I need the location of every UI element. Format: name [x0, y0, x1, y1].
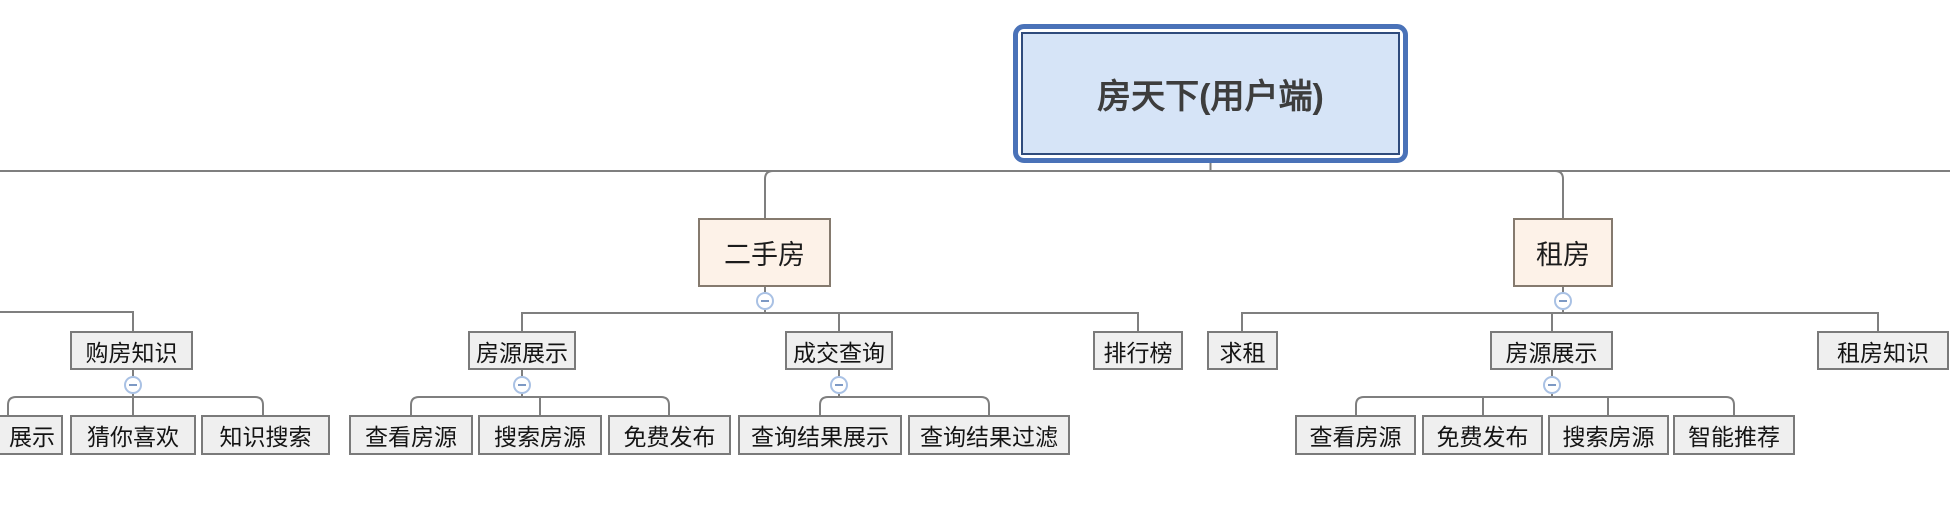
node-knowledge-search[interactable]: 知识搜索	[201, 415, 330, 455]
connector-line	[410, 396, 670, 415]
node-deal-query[interactable]: 成交查询	[785, 331, 893, 370]
toggle-deal-query[interactable]	[830, 376, 848, 394]
minus-icon	[518, 384, 526, 386]
node-label: 猜你喜欢	[87, 424, 179, 450]
minus-icon	[129, 384, 137, 386]
minus-icon	[1548, 384, 1556, 386]
node-label: 购房知识	[85, 339, 178, 366]
toggle-listing-display-rent[interactable]	[1543, 376, 1561, 394]
node-label: 免费发布	[1436, 424, 1529, 450]
node-listing-display-rent[interactable]: 房源展示	[1490, 331, 1613, 370]
node-listing-display-ershou[interactable]: 房源展示	[468, 331, 576, 370]
node-label: 查看房源	[365, 424, 457, 450]
connector-line	[1241, 312, 1879, 331]
root-node-label: 房天下(用户端)	[1021, 32, 1400, 155]
node-display-cutoff[interactable]: 展示	[0, 415, 63, 455]
node-label: 排行榜	[1103, 339, 1173, 366]
node-rent-knowledge[interactable]: 租房知识	[1817, 331, 1949, 370]
toggle-second-hand-house[interactable]	[756, 292, 774, 310]
node-smart-recommend[interactable]: 智能推荐	[1673, 415, 1795, 455]
node-label: 搜索房源	[494, 424, 586, 450]
node-rent-house[interactable]: 租房	[1513, 218, 1613, 287]
connector-line	[764, 170, 774, 218]
node-label: 租房知识	[1837, 339, 1929, 366]
toggle-listing-display-ershou[interactable]	[513, 376, 531, 394]
node-label: 房源展示	[1505, 339, 1598, 366]
minus-icon	[835, 384, 843, 386]
node-free-publish-rent[interactable]: 免费发布	[1422, 415, 1543, 455]
connector-line	[819, 396, 990, 415]
node-label: 查询结果展示	[751, 424, 889, 450]
minus-icon	[1559, 300, 1567, 302]
node-label: 租房	[1536, 240, 1590, 270]
node-label: 展示	[9, 424, 55, 450]
node-query-result-display[interactable]: 查询结果展示	[738, 415, 902, 455]
node-search-listing-ershou[interactable]: 搜索房源	[478, 415, 602, 455]
node-ranking[interactable]: 排行榜	[1093, 331, 1183, 370]
connector-line	[0, 311, 134, 331]
node-second-hand-house[interactable]: 二手房	[698, 218, 831, 287]
node-view-listing-rent[interactable]: 查看房源	[1295, 415, 1416, 455]
node-root[interactable]: 房天下(用户端)	[1013, 24, 1408, 163]
node-label: 知识搜索	[219, 424, 312, 450]
node-label: 搜索房源	[1562, 424, 1655, 450]
node-label: 二手房	[724, 240, 805, 270]
connector-line	[7, 396, 264, 415]
connector-line	[521, 312, 1139, 331]
toggle-rent-house[interactable]	[1554, 292, 1572, 310]
node-label: 求租	[1219, 339, 1266, 366]
connector-line	[1355, 396, 1735, 415]
node-label: 查询结果过滤	[920, 424, 1058, 450]
connector-line	[1554, 170, 1564, 218]
node-guess-you-like[interactable]: 猜你喜欢	[70, 415, 196, 455]
node-label: 房源展示	[476, 339, 568, 366]
node-label: 免费发布	[623, 424, 716, 450]
node-rent-seek[interactable]: 求租	[1207, 331, 1278, 370]
node-search-listing-rent[interactable]: 搜索房源	[1548, 415, 1669, 455]
node-view-listing-ershou[interactable]: 查看房源	[349, 415, 473, 455]
node-free-publish-ershou[interactable]: 免费发布	[608, 415, 731, 455]
node-label: 智能推荐	[1688, 424, 1780, 450]
node-label: 成交查询	[793, 339, 885, 366]
minus-icon	[761, 300, 769, 302]
node-label: 查看房源	[1309, 424, 1402, 450]
node-query-result-filter[interactable]: 查询结果过滤	[908, 415, 1070, 455]
toggle-buying-knowledge[interactable]	[124, 376, 142, 394]
node-buying-knowledge[interactable]: 购房知识	[70, 331, 193, 370]
